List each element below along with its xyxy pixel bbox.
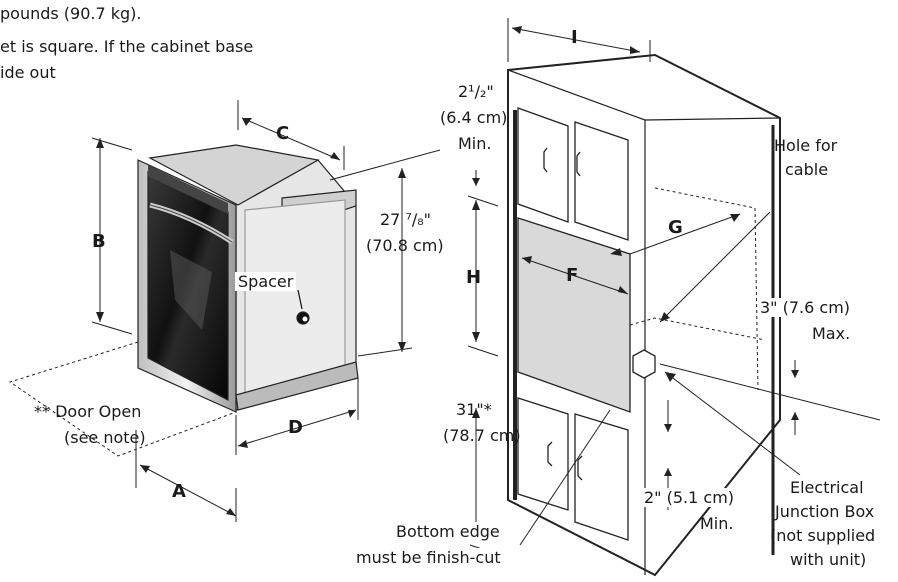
spacer-label: Spacer bbox=[235, 272, 297, 291]
header-line-1: pounds (90.7 kg). bbox=[0, 4, 142, 23]
header-line-2: et is square. If the cabinet base bbox=[0, 37, 254, 56]
finish-cut-line-2: must be finish-cut bbox=[356, 548, 501, 567]
header-line-3: ide out bbox=[0, 63, 56, 82]
arrowheads bbox=[96, 26, 799, 540]
top-clearance-min: Min. bbox=[458, 134, 492, 153]
door-open-note: (see note) bbox=[64, 428, 146, 447]
oven-height-metric: (70.8 cm) bbox=[366, 236, 444, 255]
junction-box-line-3: (not supplied bbox=[770, 526, 876, 545]
oven-dimension-lines bbox=[8, 100, 441, 522]
junction-box-line-2: Junction Box bbox=[775, 502, 875, 521]
door-open-label: ** Door Open bbox=[34, 402, 142, 421]
junction-box-line-4: with unit) bbox=[790, 550, 867, 569]
dim-label-f: F bbox=[566, 265, 579, 286]
cabinet-dimension-lines bbox=[467, 18, 881, 556]
box-max-value: 3" (7.6 cm) bbox=[760, 298, 851, 317]
finish-cut-line-1: Bottom edge bbox=[396, 522, 500, 541]
top-clearance-value: 2¹/₂" bbox=[458, 82, 494, 101]
cabinet-height-metric: (78.7 cm) bbox=[443, 426, 521, 445]
dim-label-h: H bbox=[466, 267, 482, 288]
bottom-clearance-value: 2" (5.1 cm) bbox=[644, 488, 735, 507]
bottom-clearance-min: Min. bbox=[700, 514, 734, 533]
top-clearance-metric: (6.4 cm) bbox=[440, 108, 508, 127]
cabinet-height-value: 31"* bbox=[456, 400, 492, 419]
dim-label-b: B bbox=[92, 231, 106, 252]
junction-box-line-1: Electrical bbox=[790, 478, 864, 497]
hole-for-cable-line-2: cable bbox=[785, 160, 829, 179]
hole-for-cable-line-1: Hole for bbox=[774, 136, 838, 155]
dim-label-a: A bbox=[172, 481, 186, 502]
dim-label-c: C bbox=[276, 123, 290, 144]
dim-label-i: I bbox=[571, 27, 578, 48]
box-max-label: Max. bbox=[812, 324, 851, 343]
oven-height-value: 27 ⁷/₈" bbox=[380, 210, 432, 229]
dim-label-g: G bbox=[668, 217, 683, 238]
oven-illustration bbox=[137, 144, 359, 413]
dim-label-d: D bbox=[288, 417, 303, 438]
